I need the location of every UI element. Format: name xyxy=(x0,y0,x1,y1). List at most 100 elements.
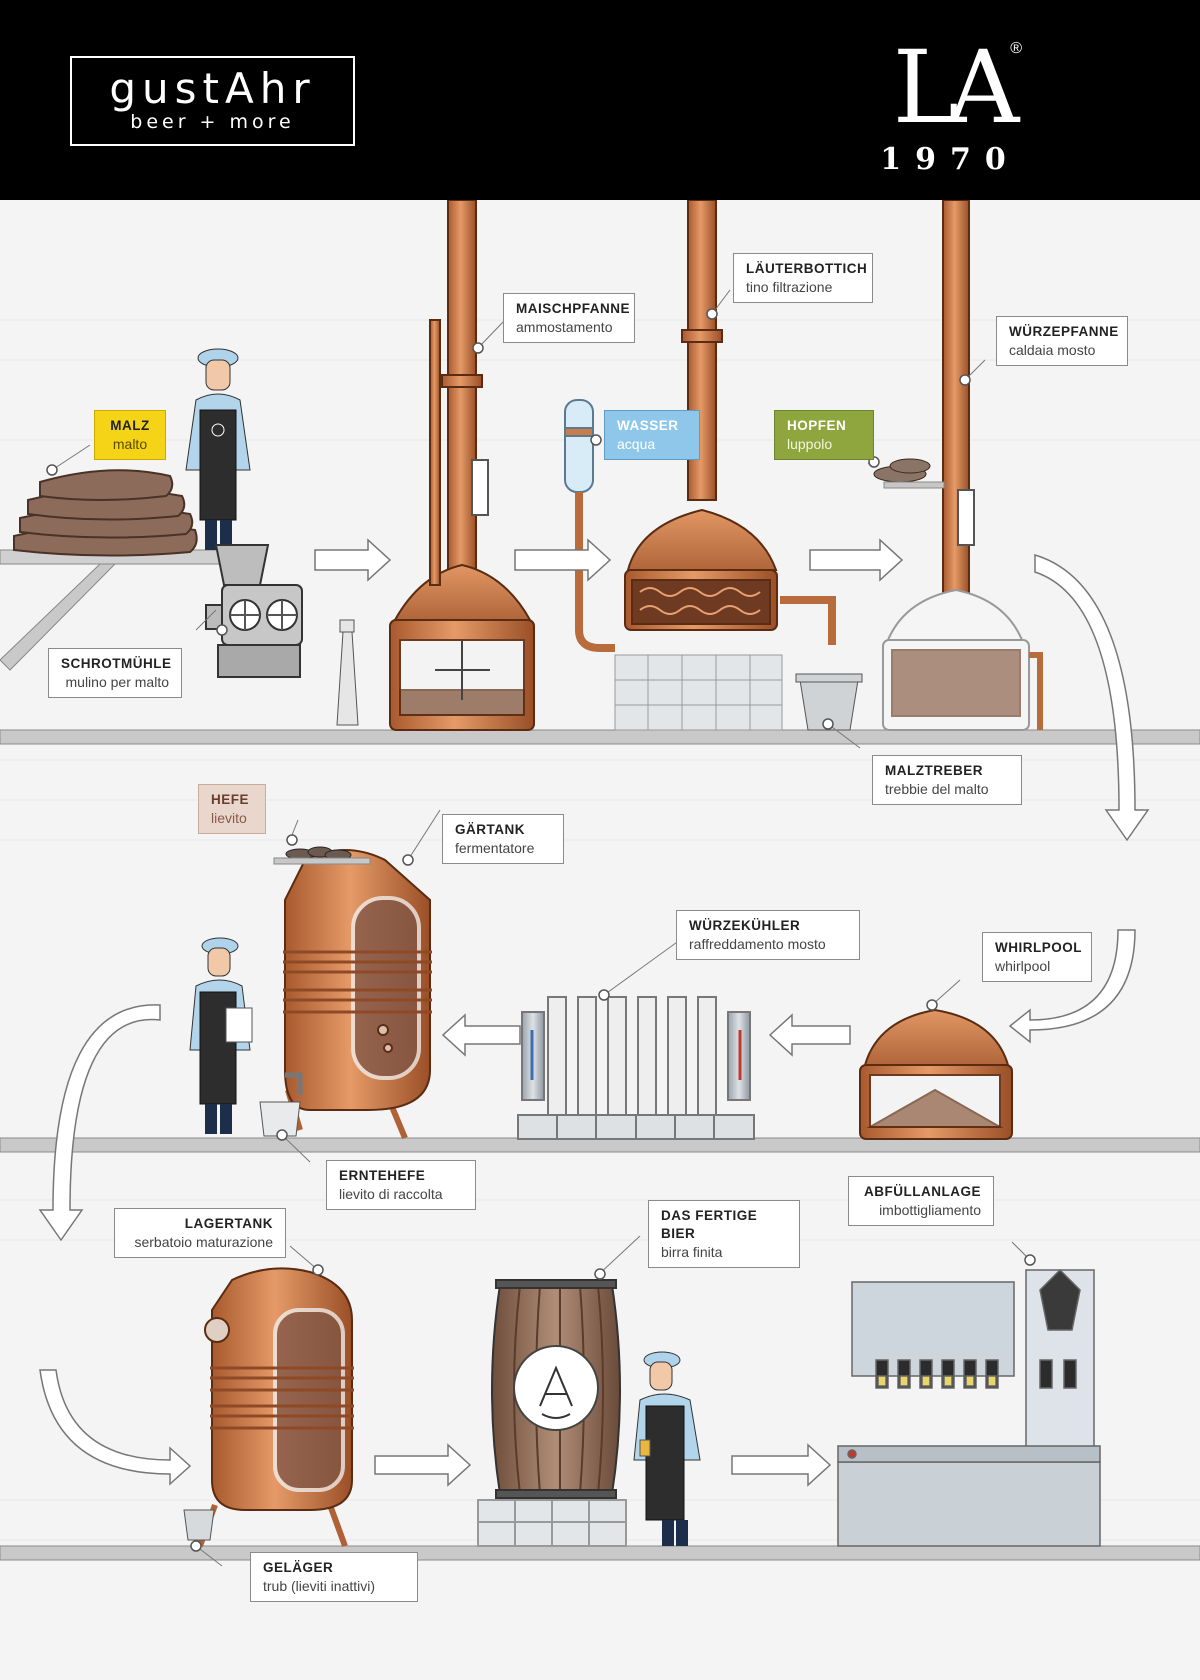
arrow-into-whirlpool xyxy=(1008,929,1136,1044)
brewing-illustration xyxy=(0,199,1200,1567)
process-arrows-row-1 xyxy=(314,538,1150,842)
label-it: tino filtrazione xyxy=(746,279,833,295)
label-it: birra finita xyxy=(661,1244,723,1260)
label-de: GÄRTANK xyxy=(455,822,525,837)
label-gelaeger: GELÄGER trub (lieviti inattivi) xyxy=(250,1552,418,1602)
label-it: imbottigliamento xyxy=(879,1202,981,1218)
brewer-icon xyxy=(185,348,251,550)
label-de: HOPFEN xyxy=(787,418,847,433)
label-de: HEFE xyxy=(211,792,250,807)
process-arrows-row-2 xyxy=(38,929,1136,1242)
brewing-process-diagram: MAISCHPFANNE ammostamento LÄUTERBOTTICH … xyxy=(0,199,1200,1680)
label-it: fermentatore xyxy=(455,840,535,856)
label-gaertank: GÄRTANK fermentatore xyxy=(442,814,564,864)
fermenter-icon xyxy=(283,849,432,1140)
arrow-lagering-to-barrel xyxy=(374,1443,472,1487)
label-schrotmuehle: SCHROTMÜHLE mulino per malto xyxy=(48,648,182,698)
hops-icon xyxy=(873,458,945,489)
malt-sacks-icon xyxy=(13,469,198,557)
mill-icon xyxy=(205,544,303,678)
label-de: LÄUTERBOTTICH xyxy=(746,261,868,276)
label-wuerzekuehler: WÜRZEKÜHLER raffreddamento mosto xyxy=(676,910,860,960)
header: gustAhr beer + more LA ® 1970 xyxy=(0,0,1200,200)
label-de: WHIRLPOOL xyxy=(995,940,1082,955)
water-tank-icon xyxy=(564,399,615,652)
label-whirlpool: WHIRLPOOL whirlpool xyxy=(982,932,1092,982)
label-fertige-bier: DAS FERTIGE BIER birra finita xyxy=(648,1200,800,1268)
lagering-tank-icon xyxy=(197,1267,354,1548)
bottling-machine-icon xyxy=(837,1268,1101,1547)
gustahr-logo: gustAhr beer + more xyxy=(70,56,355,146)
arrow-fermenter-to-lagering xyxy=(38,1004,161,1242)
label-hopfen: HOPFEN luppolo xyxy=(774,410,874,460)
whirlpool-icon xyxy=(859,1008,1013,1140)
registered-mark: ® xyxy=(1010,40,1022,57)
label-de: ABFÜLLANLAGE xyxy=(864,1184,981,1199)
shelf-row-2 xyxy=(0,1137,1200,1153)
label-abfuellanlage: ABFÜLLANLAGE imbottigliamento xyxy=(848,1176,994,1226)
label-de: MAISCHPFANNE xyxy=(516,301,631,316)
arrow-lauter-to-kettle xyxy=(809,538,904,582)
yeast-harvest-bucket-icon xyxy=(259,1101,301,1137)
label-it: mulino per malto xyxy=(65,674,170,690)
yeast-icon xyxy=(273,846,371,865)
label-de: ERNTEHEFE xyxy=(339,1168,426,1183)
brewer-icon xyxy=(633,1351,701,1546)
shelf-row-3 xyxy=(0,1545,1200,1561)
logo-main-text: gustAhr xyxy=(109,64,316,113)
label-it: acqua xyxy=(617,436,656,452)
la-1970-logo: LA ® 1970 xyxy=(870,38,1030,178)
label-it: caldaia mosto xyxy=(1009,342,1096,358)
wort-cooler-icon xyxy=(517,996,755,1140)
arrow-kettle-to-whirlpool xyxy=(1034,553,1150,842)
trub-bucket-icon xyxy=(183,1509,215,1541)
label-it: trub (lieviti inattivi) xyxy=(263,1578,376,1594)
label-de: WÜRZEPFANNE xyxy=(1009,324,1119,339)
arrow-whirlpool-to-cooler xyxy=(768,1013,851,1057)
brand-mark: LA xyxy=(892,29,1020,146)
label-it: luppolo xyxy=(787,436,833,452)
label-anchor-dots xyxy=(46,308,1036,1552)
process-arrows-row-3 xyxy=(39,1369,832,1487)
label-laeuterbottich: LÄUTERBOTTICH tino filtrazione xyxy=(733,253,873,303)
wort-kettle-icon xyxy=(882,199,1043,731)
label-it: ammostamento xyxy=(516,319,613,335)
logo-sub-text: beer + more xyxy=(130,111,295,133)
arrow-mill-to-mash xyxy=(314,538,392,582)
label-it: lievito di raccolta xyxy=(339,1186,443,1202)
label-de: WASSER xyxy=(617,418,679,433)
label-erntehefe: ERNTEHEFE lievito di raccolta xyxy=(326,1160,476,1210)
hydrometer-icon xyxy=(336,619,359,726)
label-malz: MALZ malto xyxy=(94,410,166,460)
label-de: WÜRZEKÜHLER xyxy=(689,918,801,933)
label-wuerzepfanne: WÜRZEPFANNE caldaia mosto xyxy=(996,316,1128,366)
brewer-icon xyxy=(189,937,253,1134)
mash-tun-icon xyxy=(389,199,535,731)
label-it: malto xyxy=(112,436,148,452)
label-it: trebbie del malto xyxy=(885,781,989,797)
label-de: MALZTREBER xyxy=(885,763,983,778)
arrow-mash-to-lauter xyxy=(514,538,612,582)
label-de: LAGERTANK xyxy=(184,1216,273,1231)
label-lagertank: LAGERTANK serbatoio maturazione xyxy=(114,1208,286,1258)
label-maischpfanne: MAISCHPFANNE ammostamento xyxy=(503,293,635,343)
lauter-base xyxy=(614,654,783,731)
label-hefe: HEFE lievito xyxy=(198,784,266,834)
label-de: GELÄGER xyxy=(263,1560,334,1575)
arrow-cooler-to-fermenter xyxy=(441,1013,521,1057)
brand-year: 1970 xyxy=(880,142,1020,177)
label-de: MALZ xyxy=(110,418,150,433)
arrow-into-lagering xyxy=(39,1369,192,1486)
label-it: whirlpool xyxy=(995,958,1051,974)
label-de: DAS FERTIGE BIER xyxy=(661,1208,758,1241)
label-malztreber: MALZTREBER trebbie del malto xyxy=(872,755,1022,805)
spent-grain-bucket-icon xyxy=(795,673,863,731)
malt-shelf xyxy=(0,549,251,671)
label-it: serbatoio maturazione xyxy=(134,1234,273,1250)
label-it: raffreddamento mosto xyxy=(689,936,826,952)
label-de: SCHROTMÜHLE xyxy=(61,656,172,671)
label-it: lievito xyxy=(211,810,247,826)
label-wasser: WASSER acqua xyxy=(604,410,700,460)
barrel-icon xyxy=(477,1279,627,1547)
arrow-barrel-to-bottling xyxy=(731,1443,832,1487)
